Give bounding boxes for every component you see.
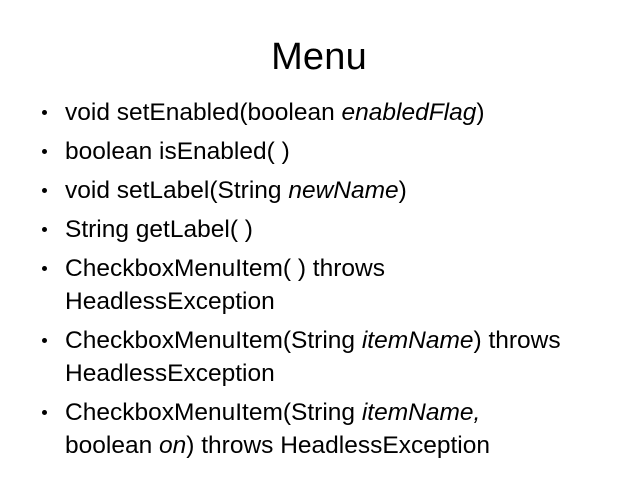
code-text: )	[398, 177, 407, 204]
code-text: ) throws HeadlessException	[186, 432, 490, 459]
bullet-dot-icon	[42, 149, 47, 154]
code-text: CheckboxMenuItem( ) throws HeadlessExcep…	[65, 255, 385, 315]
code-text: void setLabel(String	[65, 177, 289, 204]
list-item-label: boolean isEnabled( )	[65, 135, 628, 168]
parameter-name: on	[159, 432, 187, 459]
bullet-dot-icon	[42, 227, 47, 232]
list-item: boolean isEnabled( )	[32, 135, 628, 168]
list-item: void setLabel(String newName)	[32, 174, 628, 207]
list-item: CheckboxMenuItem(String itemName) throws…	[32, 324, 628, 390]
list-item-label: void setLabel(String newName)	[65, 174, 628, 207]
code-text: ) throws HeadlessException	[65, 327, 561, 387]
parameter-name: enabledFlag	[341, 99, 477, 126]
code-text: void setEnabled(boolean	[65, 99, 342, 126]
code-text: boolean isEnabled( )	[65, 138, 290, 165]
list-item-label: String getLabel( )	[65, 213, 628, 246]
list-item-label: CheckboxMenuItem(String itemName) throws…	[65, 324, 628, 390]
list-item: CheckboxMenuItem(String itemName, boolea…	[32, 396, 628, 462]
parameter-name: newName	[288, 177, 399, 204]
code-text: CheckboxMenuItem(String	[65, 399, 362, 426]
code-text: CheckboxMenuItem(String	[65, 327, 362, 354]
list-item: void setEnabled(boolean enabledFlag)	[32, 96, 628, 129]
code-text: )	[476, 99, 485, 126]
bullet-dot-icon	[42, 188, 47, 193]
page-title: Menu	[271, 36, 367, 78]
code-text: boolean	[65, 432, 153, 459]
list-item-label: CheckboxMenuItem(String itemName, boolea…	[65, 396, 628, 462]
list-item-label: CheckboxMenuItem( ) throws HeadlessExcep…	[65, 252, 628, 318]
list-item: String getLabel( )	[32, 213, 628, 246]
bullet-dot-icon	[42, 338, 47, 343]
list-item: CheckboxMenuItem( ) throws HeadlessExcep…	[32, 252, 628, 318]
code-text: String getLabel( )	[65, 216, 253, 243]
bullet-dot-icon	[42, 410, 47, 415]
bullet-dot-icon	[42, 266, 47, 271]
parameter-name: itemName	[361, 327, 474, 354]
bullet-list: void setEnabled(boolean enabledFlag) bool…	[32, 96, 628, 462]
parameter-name: itemName,	[361, 399, 481, 426]
list-item-label: void setEnabled(boolean enabledFlag)	[65, 96, 628, 129]
bullet-dot-icon	[42, 110, 47, 115]
